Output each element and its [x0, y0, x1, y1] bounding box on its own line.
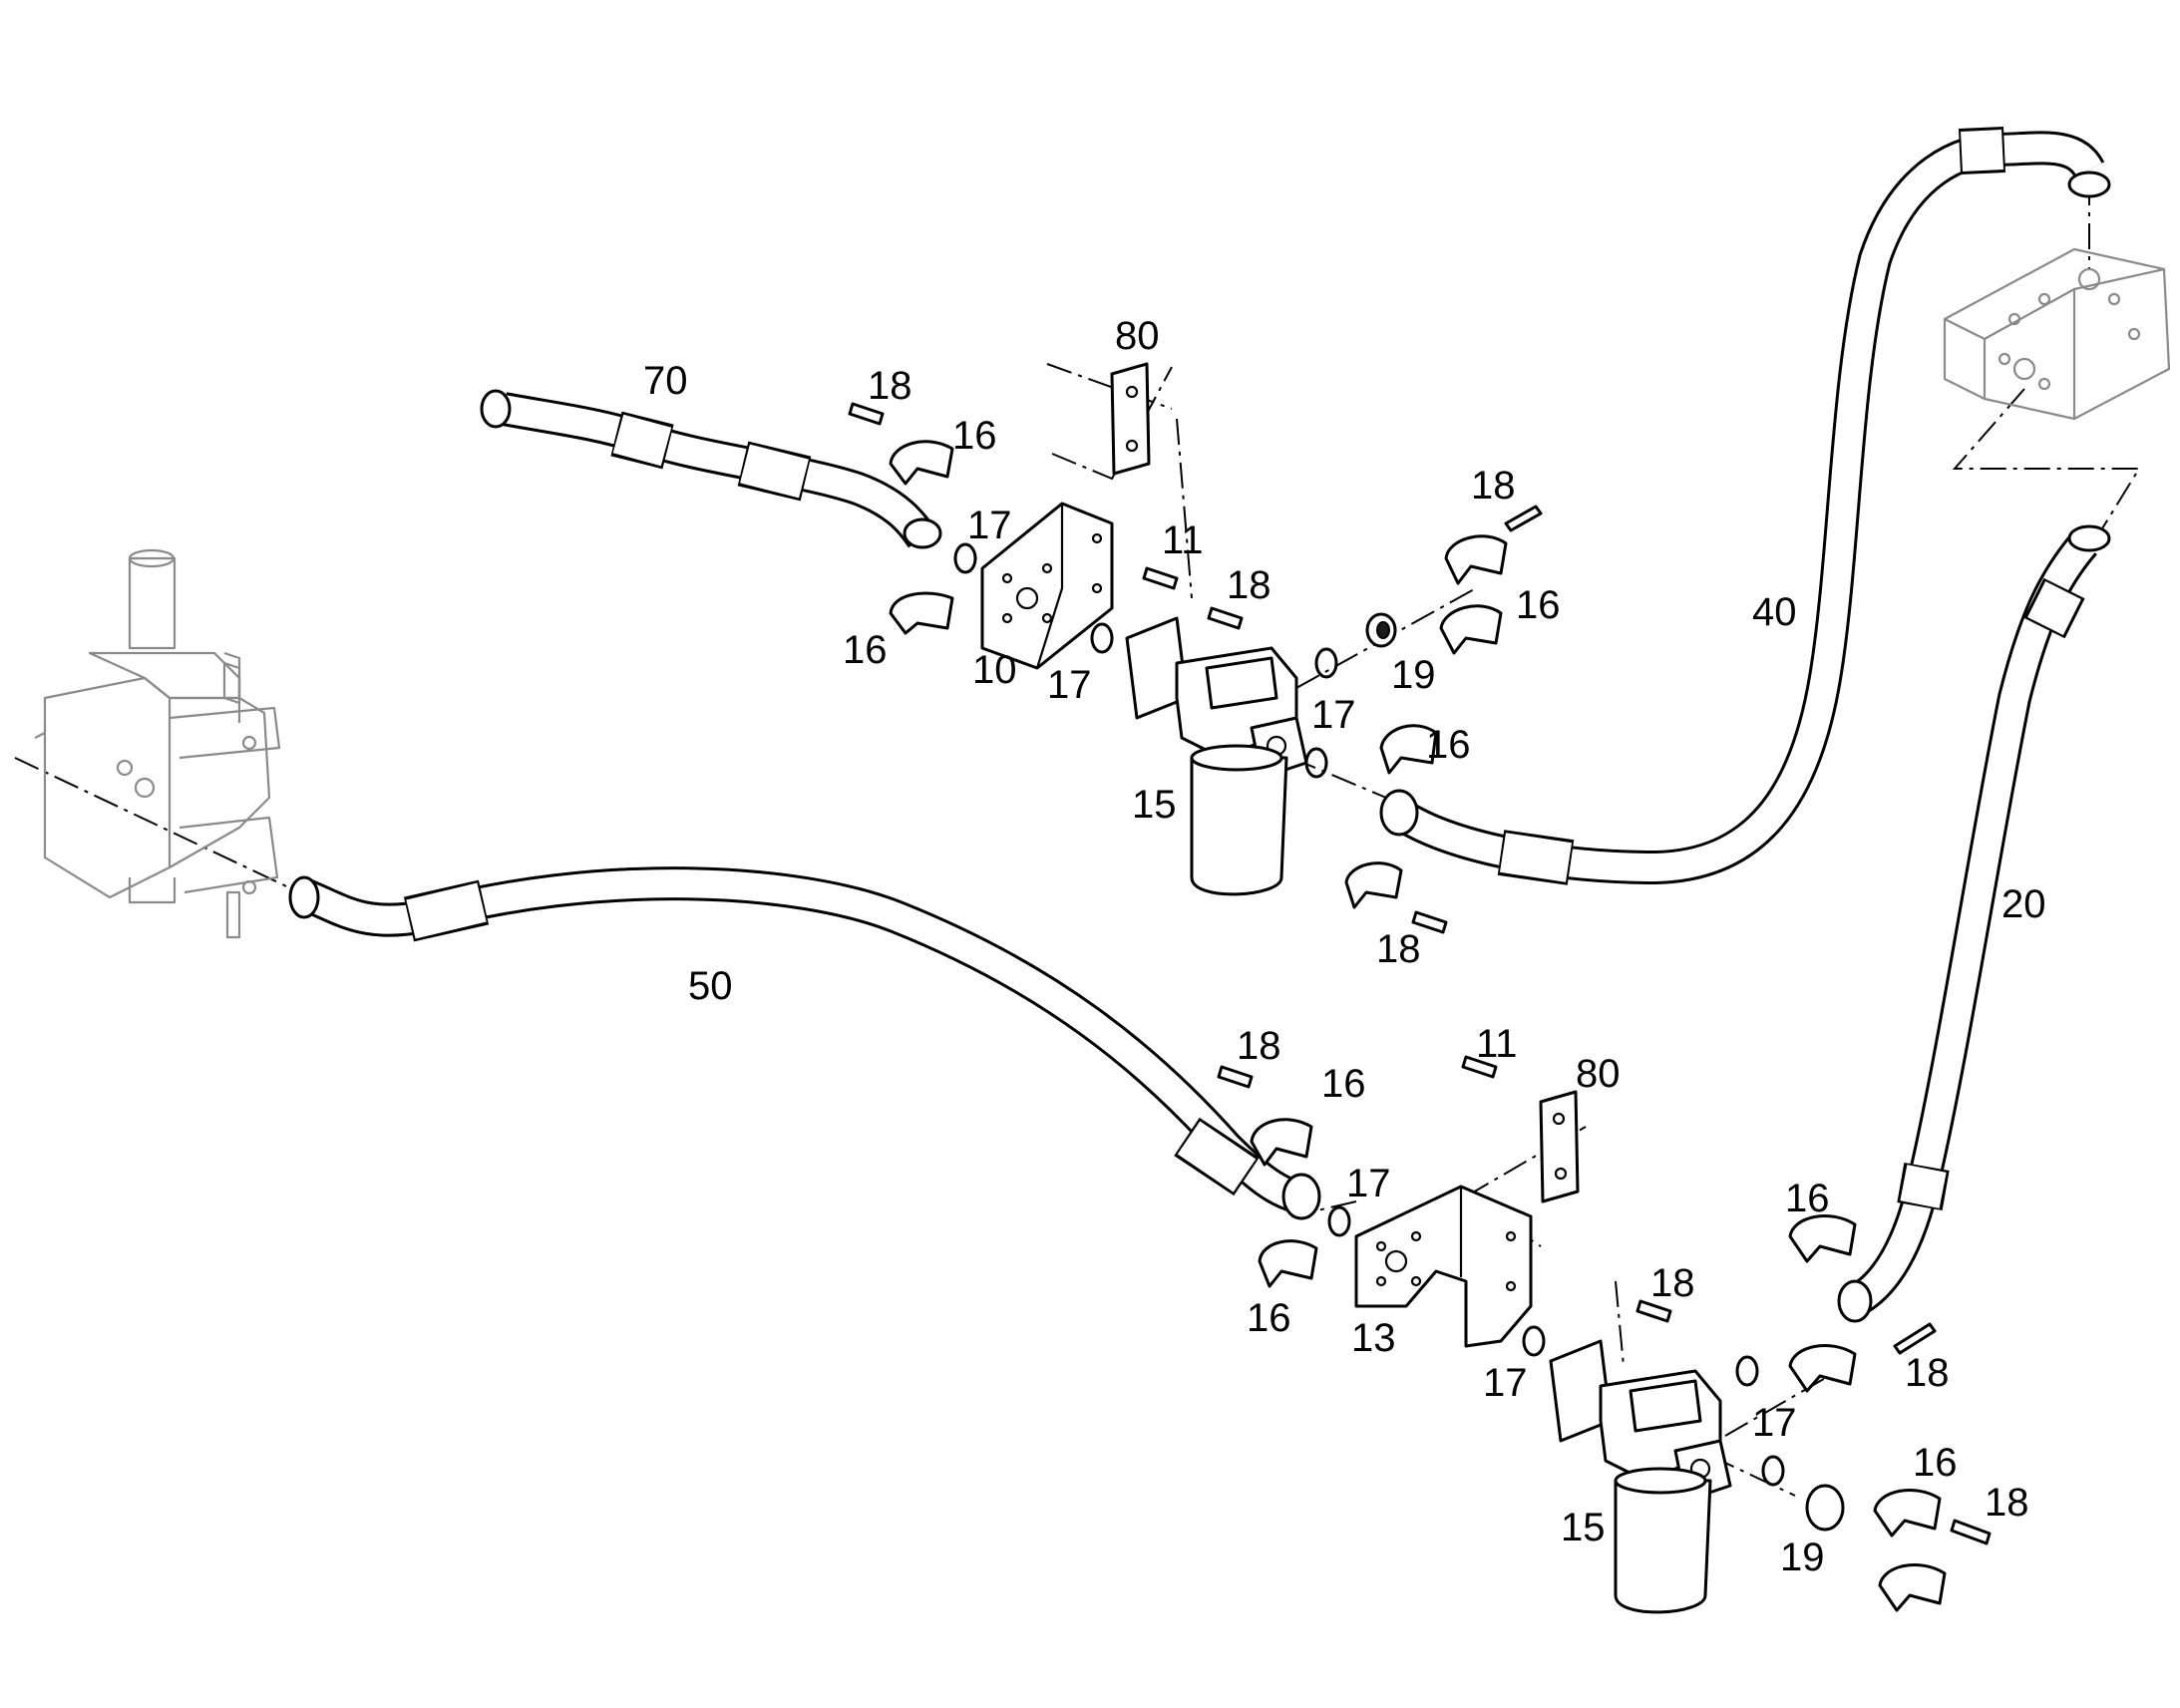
callout-16: 16	[1247, 1296, 1291, 1340]
callout-70: 70	[643, 359, 688, 403]
callout-13: 13	[1351, 1316, 1396, 1360]
callout-17: 17	[1752, 1401, 1797, 1445]
callout-18: 18	[1905, 1351, 1950, 1395]
callout-17: 17	[1311, 693, 1356, 737]
callout-16: 16	[952, 414, 997, 458]
callout-16: 16	[1913, 1441, 1958, 1485]
callout-17: 17	[1483, 1361, 1528, 1405]
callout-17: 17	[967, 504, 1012, 547]
callout-18: 18	[1237, 1024, 1281, 1068]
callout-80: 80	[1576, 1052, 1621, 1096]
callout-19: 19	[1780, 1536, 1825, 1579]
hose-50	[288, 866, 1321, 1220]
callout-16: 16	[843, 628, 888, 672]
callout-16: 16	[1426, 723, 1471, 767]
lower-filter-assembly	[1217, 1055, 1992, 1614]
callout-labels: 70 80 18 16 17 11 18 16 10 17 18 16 19 1…	[643, 314, 2046, 1579]
manifold-block	[1943, 247, 2171, 421]
upper-filter-assembly	[848, 362, 1543, 934]
callout-15: 15	[1561, 1506, 1606, 1549]
callout-11: 11	[1162, 518, 1204, 562]
hose-20	[1837, 524, 2111, 1323]
center-lines	[14, 179, 2141, 1497]
callout-17: 17	[1047, 663, 1092, 707]
callout-16: 16	[1785, 1177, 1830, 1220]
callout-20: 20	[2001, 882, 2046, 926]
hose-70	[480, 389, 942, 549]
callout-40: 40	[1752, 590, 1797, 634]
callout-17: 17	[1346, 1162, 1391, 1205]
callout-18: 18	[1227, 563, 1272, 607]
callout-18: 18	[1376, 927, 1421, 971]
callout-18: 18	[1471, 464, 1516, 508]
callout-18: 18	[1650, 1261, 1695, 1305]
hose-40	[1379, 127, 2111, 885]
callout-50: 50	[688, 964, 733, 1008]
callout-16: 16	[1321, 1062, 1366, 1106]
callout-16: 16	[1516, 583, 1561, 627]
callout-18: 18	[868, 364, 912, 408]
callout-10: 10	[972, 648, 1017, 692]
callout-80: 80	[1115, 314, 1160, 358]
callout-18: 18	[1985, 1481, 2029, 1525]
callout-19: 19	[1391, 653, 1436, 697]
callout-11: 11	[1476, 1022, 1518, 1066]
callout-15: 15	[1132, 783, 1177, 827]
control-valve-block	[34, 548, 281, 939]
